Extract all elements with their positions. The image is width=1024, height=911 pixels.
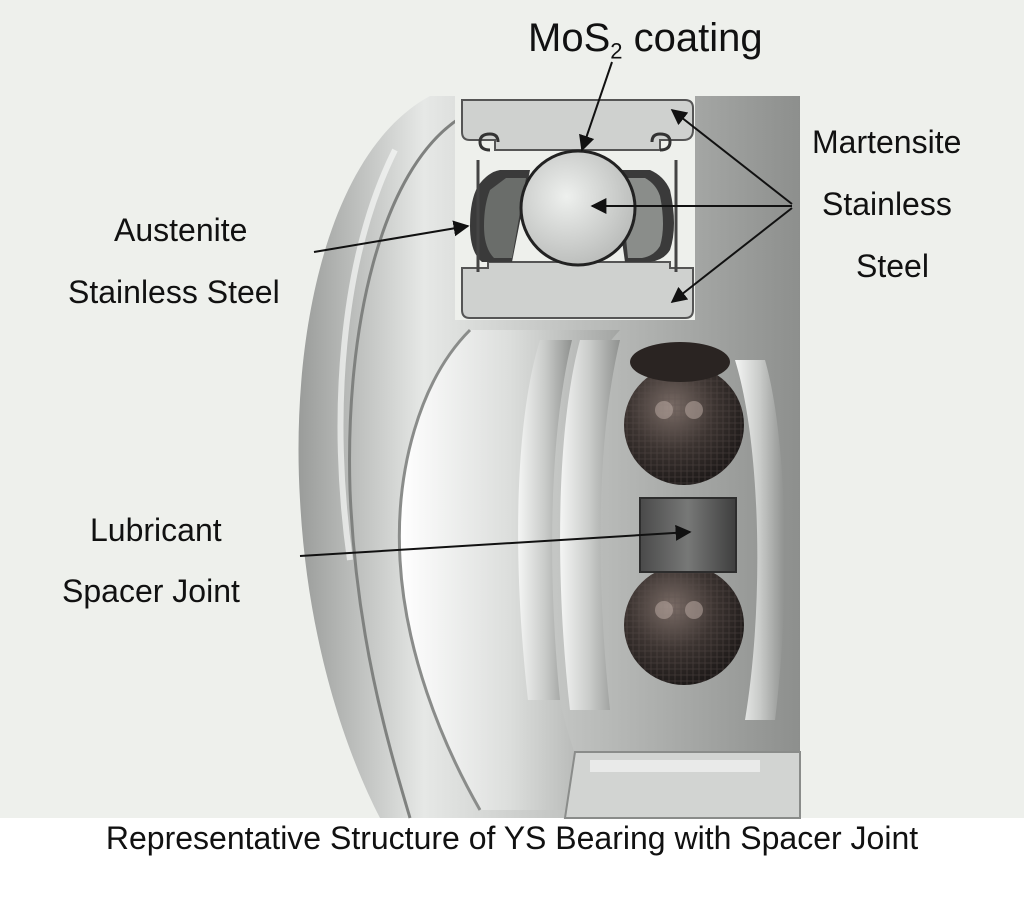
austenite-label-line1: Austenite bbox=[114, 214, 247, 246]
mos2-main-text: MoS bbox=[528, 16, 610, 60]
mos2-subscript: 2 bbox=[610, 39, 622, 64]
lubricant-label-line2: Spacer Joint bbox=[62, 575, 240, 607]
ball-top bbox=[624, 365, 744, 485]
ball-upper bbox=[630, 342, 730, 382]
martensite-label-line1: Martensite bbox=[812, 126, 961, 158]
mos2-suffix-text: coating bbox=[623, 16, 763, 60]
cross-section-inset bbox=[455, 95, 695, 320]
mos2-coating-label: MoS2 coating bbox=[528, 18, 763, 58]
martensite-label-line2: Stainless bbox=[822, 188, 952, 220]
figure-caption: Representative Structure of YS Bearing w… bbox=[0, 820, 1024, 857]
ball-bottom bbox=[624, 565, 744, 685]
lubricant-label-line1: Lubricant bbox=[90, 514, 222, 546]
lower-race-piece bbox=[565, 752, 800, 818]
martensite-label-line3: Steel bbox=[856, 250, 929, 282]
austenite-label-line2: Stainless Steel bbox=[68, 276, 280, 308]
